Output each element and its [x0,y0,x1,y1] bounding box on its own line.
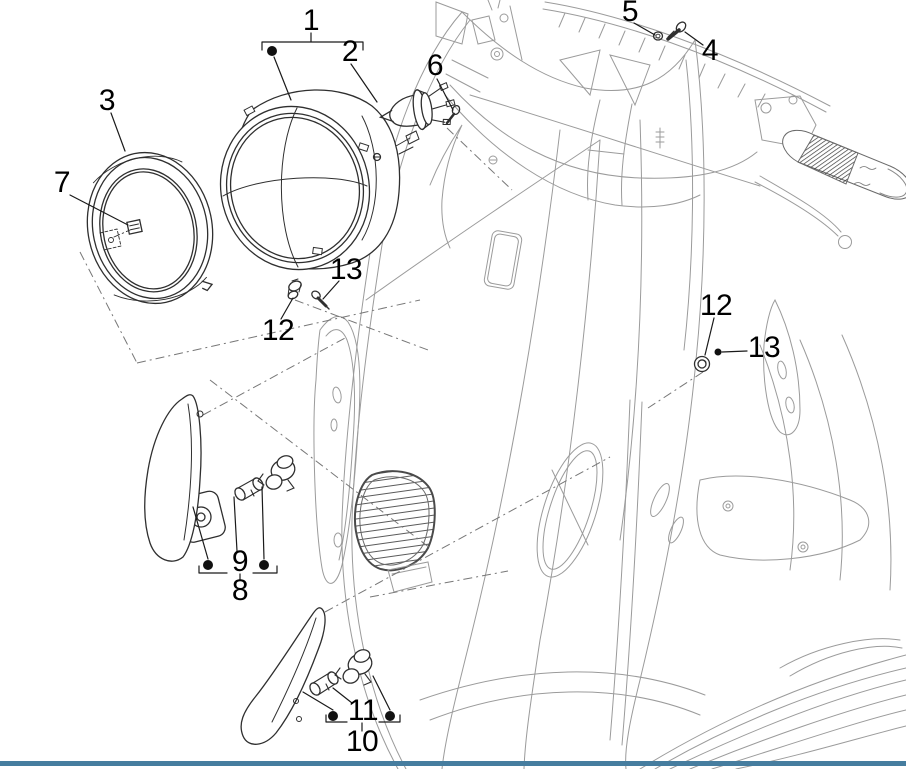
callout-label-5: 5 [621,0,639,28]
callout-label-1: 1 [302,4,320,37]
callout-label-2: 2 [341,35,359,68]
turn-signal-lower [240,607,373,745]
headlamp-bezel-ring [86,151,214,305]
bulb-holder-lower [334,649,373,686]
headlamp-unit [219,89,420,271]
handlebar-grip [782,129,906,200]
bezel-clip [99,218,143,251]
callout-label-13-right: 13 [747,331,781,364]
callout-label-3: 3 [98,84,116,117]
turn-signal-lens-upper [144,394,202,562]
handlebar-nut [652,31,664,41]
clip-upper [287,278,302,300]
callout-label-13-upper: 13 [329,253,363,286]
bottom-accent-bar [0,761,906,766]
handlebar-bolt [666,21,687,41]
callout-label-12-upper: 12 [261,314,295,347]
callout-label-6: 6 [426,49,444,82]
callout-label-12-right: 12 [699,289,733,322]
callout-label-8: 8 [231,574,249,607]
callout-leaders [69,22,748,732]
bulb-holder-upper [257,455,296,492]
callout-label-7: 7 [53,166,71,199]
bracket-10-11 [302,675,401,732]
callout-label-11: 11 [347,694,379,727]
turn-signal-lens-lower [240,607,326,745]
callout-label-10: 10 [345,725,379,758]
screw-upper [311,290,330,310]
bracket-8-9 [192,486,278,581]
shield-vent [536,442,604,578]
turn-signal-bulb-upper [234,477,264,501]
callout-label-9: 9 [231,545,249,578]
exploded-parts [86,21,711,745]
construction-lines [79,127,704,613]
grommet-right [693,355,711,373]
scooter-body [313,0,906,769]
halogen-bulb [378,81,456,131]
front-fender [639,638,906,769]
handlebar-assembly [435,0,906,249]
callout-label-4: 4 [701,34,719,67]
headlamp-screw [445,104,461,125]
turn-signal-upper [144,394,296,562]
shield-emblem [483,230,523,290]
